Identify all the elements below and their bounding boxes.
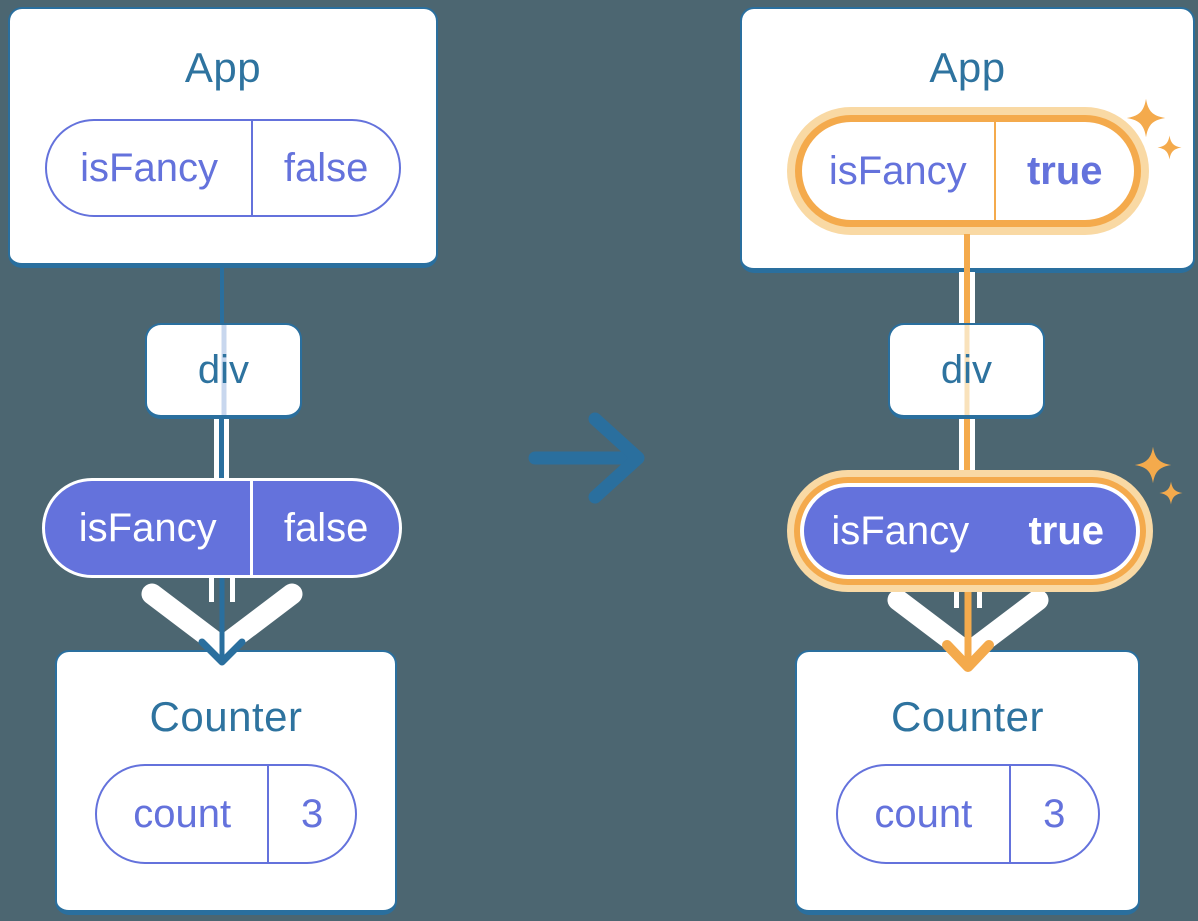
down-arrow-icon (887, 588, 1049, 672)
highlight-stem (964, 234, 970, 274)
prop-value-cell: false (283, 146, 369, 191)
app-title: App (184, 44, 262, 91)
passed-prop-pill-before: isFancy false (42, 478, 402, 578)
transition-arrow-icon (528, 412, 645, 504)
app-prop-pill-highlighted: isFancy true (794, 115, 1141, 228)
pipe-rail (959, 272, 964, 325)
prop-name-cell: isFancy (47, 121, 254, 216)
state-value-cell: 3 (1043, 792, 1066, 837)
counter-card-before: Counter count 3 (55, 650, 397, 915)
pipe-flow (964, 272, 970, 325)
div-label: div (197, 347, 250, 392)
pipe-rail (214, 417, 219, 479)
counter-title: Counter (149, 693, 303, 740)
counter-card-after: Counter count 3 (795, 650, 1140, 915)
pipe-rail (970, 417, 975, 479)
pipe-rail (224, 417, 229, 479)
prop-pipe-app-to-div (959, 272, 975, 325)
pipe-rail (959, 417, 964, 479)
state-value-cell: 3 (301, 792, 324, 837)
prop-value-cell: false (283, 506, 369, 550)
prop-pipe-div-to-counter (214, 417, 229, 479)
div-label: div (940, 347, 993, 392)
thread-line (964, 325, 969, 415)
prop-name-cell: isFancy (831, 509, 970, 553)
sparkle-icon (1157, 135, 1182, 160)
sparkle-icon (1134, 446, 1172, 484)
counter-title: Counter (891, 693, 1044, 740)
prop-name-cell: isFancy (802, 122, 997, 221)
sparkle-icon (1126, 98, 1166, 138)
state-name-cell: count (97, 766, 270, 863)
app-card-before: App isFancy false (8, 7, 438, 268)
div-node-before: div (145, 323, 302, 419)
prop-name-cell: isFancy (45, 481, 254, 575)
prop-value-cell: true (1028, 509, 1105, 553)
passed-prop-pill-after: isFancy true (800, 483, 1140, 579)
pipe-flow (964, 417, 970, 479)
counter-state-pill: count 3 (835, 764, 1100, 865)
down-arrow-icon (141, 576, 303, 666)
prop-value-cell: true (1026, 149, 1103, 194)
prop-pipe-div-to-counter (959, 417, 975, 479)
counter-state-pill: count 3 (95, 764, 357, 865)
div-node-after: div (888, 323, 1045, 419)
state-name-cell: count (838, 766, 1012, 863)
pipe-flow (219, 417, 224, 479)
thread-line (221, 325, 226, 415)
edge-app-to-div (220, 267, 224, 325)
app-title: App (929, 44, 1006, 91)
sparkle-icon (1159, 481, 1183, 505)
pipe-rail (970, 272, 975, 325)
app-prop-pill: isFancy false (45, 119, 401, 218)
